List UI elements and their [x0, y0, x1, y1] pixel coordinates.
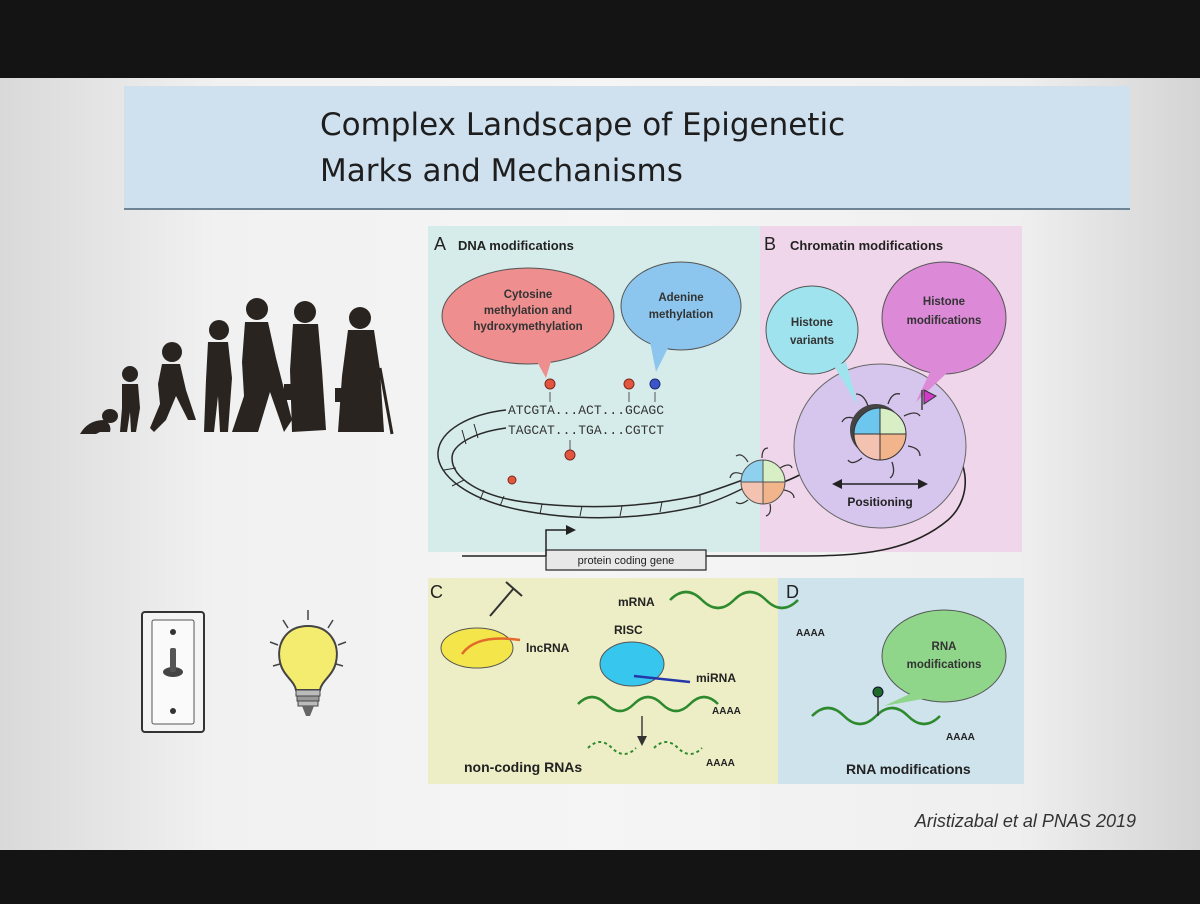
protein-coding-gene: protein coding gene	[545, 525, 707, 571]
modified-rna: AAAA	[811, 686, 975, 743]
gene-label: protein coding gene	[578, 555, 675, 567]
adenine-bubble-line-2: methylation	[649, 309, 714, 321]
adenine-methylation-bubble: Adenine methylation	[620, 261, 742, 372]
panel-a-letter: A	[434, 234, 446, 254]
mrna: mRNA AAAA	[618, 590, 825, 639]
inhibition-arrow	[489, 581, 523, 617]
cytosine-bubble-line-2: methylation and	[484, 305, 572, 317]
mrna-label: mRNA	[618, 595, 655, 609]
methylation-pins	[507, 378, 661, 485]
slide-title-line-1: Complex Landscape of Epigenetic	[320, 107, 846, 143]
risc-complex: RISC miRNA AAAA AAAA	[577, 623, 741, 769]
nucleosome-small	[729, 447, 795, 517]
cytosine-bubble-line-3: hydroxymethylation	[473, 321, 582, 333]
panel-c-title: non-coding RNAs	[464, 759, 582, 775]
positioning-arrow: Positioning	[832, 479, 928, 509]
cytosine-methylation-bubble: Cytosine methylation and hydroxymethylat…	[441, 267, 615, 378]
rna-bubble-line-1: RNA	[932, 641, 957, 653]
slide-title-line-2: Marks and Mechanisms	[320, 153, 683, 189]
dna-sequence-top: ATCGTA...ACT...GCAGC	[508, 403, 664, 418]
epigenetics-figure: A DNA modifications B Chromatin modifica…	[428, 226, 1024, 784]
rna-bubble-line-2: modifications	[907, 659, 982, 671]
variants-bubble-line-2: variants	[790, 335, 834, 347]
mirna-label: miRNA	[696, 671, 736, 685]
polya-degraded: AAAA	[706, 758, 735, 769]
slide-title: Complex Landscape of Epigenetic Marks an…	[320, 102, 845, 194]
citation: Aristizabal et al PNAS 2019	[914, 811, 1136, 831]
dna-helix	[437, 409, 753, 519]
panel-c-bg	[428, 578, 778, 784]
aging-silhouettes-icon	[80, 298, 394, 435]
light-bulb-icon	[269, 610, 347, 716]
panel-a-title: DNA modifications	[458, 238, 574, 253]
polya-modified: AAAA	[946, 732, 975, 743]
modifications-bubble-line-2: modifications	[907, 315, 982, 327]
lncrna-complex: lncRNA	[440, 627, 570, 669]
panel-d-title: RNA modifications	[846, 761, 971, 777]
panel-d-letter: D	[786, 582, 799, 602]
cytosine-bubble-line-1: Cytosine	[504, 289, 553, 301]
dna-sequence-bottom: TAGCAT...TGA...CGTCT	[508, 423, 664, 438]
nucleosome-large	[841, 389, 937, 479]
variants-bubble-line-1: Histone	[791, 317, 833, 329]
polya-risc: AAAA	[712, 706, 741, 717]
light-switch-icon	[141, 611, 205, 733]
panel-c-letter: C	[430, 582, 443, 602]
lncrna-label: lncRNA	[526, 641, 570, 655]
positioning-label: Positioning	[847, 495, 912, 509]
polya-mrna: AAAA	[796, 628, 825, 639]
histone-variants-bubble: Histone variants	[765, 285, 859, 406]
rna-modifications-bubble: RNA modifications	[881, 609, 1007, 706]
panel-b-letter: B	[764, 234, 776, 254]
modifications-bubble-line-1: Histone	[923, 296, 965, 308]
risc-label: RISC	[614, 623, 643, 637]
adenine-bubble-line-1: Adenine	[658, 292, 703, 304]
panel-b-title: Chromatin modifications	[790, 238, 943, 253]
title-band: Complex Landscape of Epigenetic Marks an…	[124, 86, 1130, 210]
